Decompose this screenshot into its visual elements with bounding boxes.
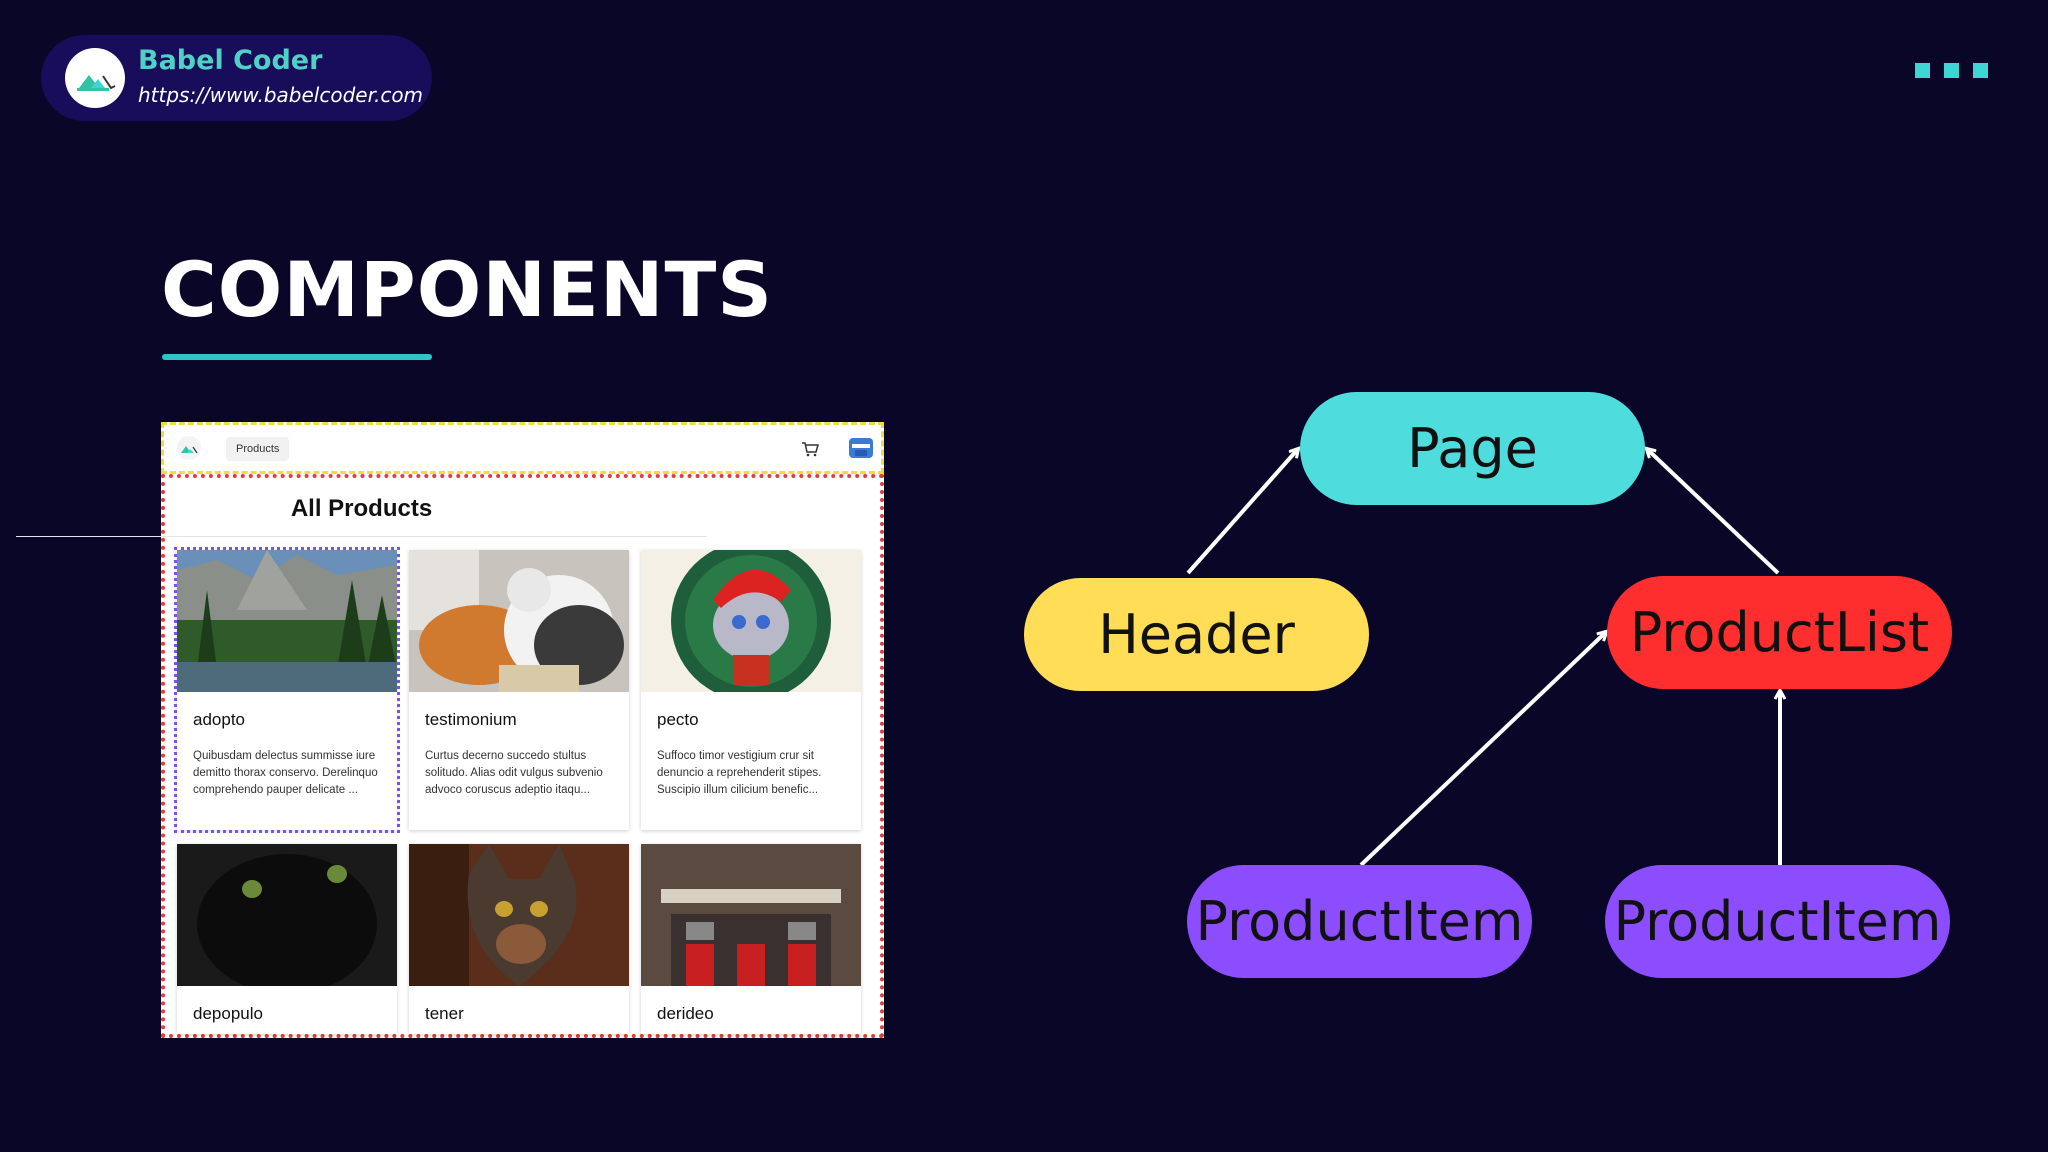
product-image <box>641 550 861 692</box>
babel-coder-logo <box>65 48 125 108</box>
brand-badge: Babel Coder https://www.babelcoder.com <box>41 35 432 121</box>
product-card[interactable]: pecto Suffoco timor vestigium crur sit d… <box>641 550 861 830</box>
user-avatar-icon[interactable] <box>847 434 875 462</box>
product-image <box>641 844 861 986</box>
product-card[interactable]: tener <box>409 844 629 1034</box>
product-title: derideo <box>657 1004 714 1023</box>
slide-title: COMPONENTS <box>161 245 774 334</box>
product-title: pecto <box>657 710 699 729</box>
all-products-heading: All Products <box>290 495 433 522</box>
node-header: Header <box>1024 578 1369 691</box>
brand-url: https://www.babelcoder.com <box>138 83 424 107</box>
product-description: Suffoco timor vestigium crur sit denunci… <box>657 750 822 796</box>
product-description: Curtus decerno succedo stultus solitudo.… <box>425 750 603 796</box>
product-image <box>409 844 629 986</box>
product-title: adopto <box>193 710 245 729</box>
product-image <box>177 550 397 692</box>
product-description: Quibusdam delectus summisse iure demitto… <box>193 750 378 796</box>
arrow-productlist-to-page <box>1647 449 1780 575</box>
title-underline <box>162 354 432 360</box>
product-card[interactable]: derideo <box>641 844 861 1034</box>
node-productlist: ProductList <box>1607 576 1952 689</box>
node-productitem: ProductItem <box>1605 865 1950 978</box>
node-page: Page <box>1300 392 1645 505</box>
nav-products-tab[interactable]: Products <box>226 437 290 461</box>
header-region: Products <box>161 422 884 474</box>
node-productitem: ProductItem <box>1187 865 1532 978</box>
product-image <box>177 844 397 986</box>
product-title: testimonium <box>425 710 517 729</box>
arrow-header-to-page <box>1186 449 1298 575</box>
product-title: depopulo <box>193 1004 263 1023</box>
product-card[interactable]: testimonium Curtus decerno succedo stult… <box>409 550 629 830</box>
product-image <box>409 550 629 692</box>
app-logo-icon <box>177 436 201 460</box>
arrow-productitem1-to-productlist <box>1359 632 1606 867</box>
product-card[interactable]: adopto Quibusdam delectus summisse iure … <box>174 547 400 833</box>
heading-divider <box>16 536 707 537</box>
productlist-region <box>161 474 884 1038</box>
brand-name: Babel Coder <box>138 45 323 76</box>
product-card[interactable]: depopulo <box>177 844 397 1034</box>
cart-icon[interactable] <box>799 438 821 460</box>
product-title: tener <box>425 1004 464 1023</box>
